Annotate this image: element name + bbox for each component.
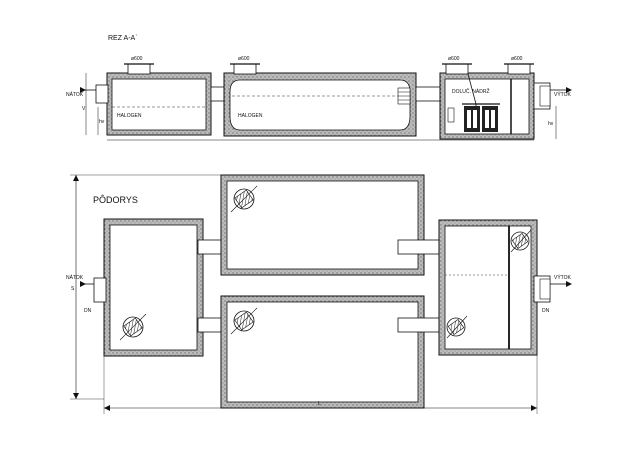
section-outlet: VÝTOK hv [533, 82, 572, 139]
section-inlet-label: NÁTOK [66, 91, 84, 98]
plan-outlet: VÝTOK DN [533, 274, 572, 314]
plan-dn-out: DN [542, 308, 550, 314]
section-tank-right: ø600 ø600 DOLUČ. NÁDRŽ [439, 56, 535, 140]
pump-assembly [462, 103, 500, 132]
plan-inlet: NÁTOK DN [66, 274, 107, 314]
section-manhole-mid [233, 63, 257, 75]
section-level-mid: HALOGEN [238, 113, 263, 119]
section-tank-middle: ø600 HALOGEN [223, 56, 417, 137]
plan-inlet-label: NÁTOK [66, 274, 84, 281]
section-dim-600-b: ø600 [238, 56, 250, 62]
plan-tank-bottom [220, 295, 425, 409]
section-tank-left: ø600 HALOGEN [106, 56, 212, 136]
section-title: REZ A-A` [108, 35, 138, 42]
section-dim-600-a: ø600 [131, 56, 143, 62]
plan-view: PÔDORYS NÁTOK DN [66, 174, 572, 414]
section-view: REZ A-A` ø600 HALOGEN NÁTOK V hv [66, 35, 572, 141]
section-pipe-1 [210, 86, 226, 102]
section-outlet-label: VÝTOK [554, 91, 572, 98]
plan-tank-top [220, 174, 425, 276]
section-manhole-left [127, 63, 151, 75]
section-inlet: NÁTOK V hv [66, 73, 109, 135]
plan-pipe-bottom-left [197, 317, 225, 333]
section-pump-label: DOLUČ. NÁDRŽ [452, 87, 490, 95]
plan-dim-width: S [71, 286, 75, 292]
plan-tank-right [438, 219, 538, 356]
plan-dim-length: L [318, 401, 321, 407]
plan-title: PÔDORYS [93, 195, 138, 205]
section-dim-v: V [82, 106, 86, 112]
plan-pipe-top-left [197, 239, 225, 255]
plan-tank-left [103, 218, 204, 357]
plan-dn-in: DN [84, 308, 92, 314]
plan-outlet-label: VÝTOK [554, 274, 572, 281]
section-pipe-2 [415, 86, 441, 102]
section-level-left: HALOGEN [117, 113, 142, 119]
section-dim-hv1: hv [99, 119, 105, 125]
plan-dimensions: S L [70, 174, 538, 414]
plan-pipe-top-right [397, 239, 445, 255]
section-dim-600-d: ø600 [511, 56, 523, 62]
section-dim-600-c: ø600 [448, 56, 460, 62]
section-dim-hv2: hv [548, 121, 554, 127]
plan-pipe-bottom-right [397, 317, 445, 333]
